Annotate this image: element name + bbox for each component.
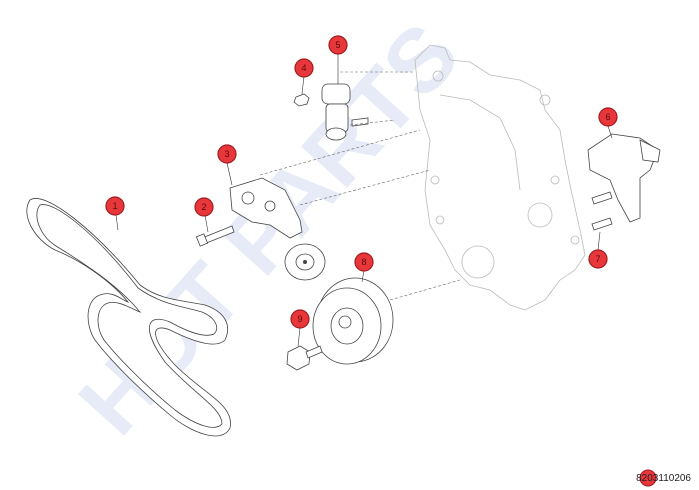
callout-6: 6 xyxy=(598,107,618,127)
svg-text:8: 8 xyxy=(361,257,366,267)
crankshaft-pulley xyxy=(312,277,394,365)
reference-marker xyxy=(639,469,657,487)
reference-code: 8203110206 xyxy=(636,473,691,484)
svg-text:2: 2 xyxy=(201,202,206,212)
damper-nut xyxy=(293,93,310,107)
callout-5: 5 xyxy=(328,35,348,55)
drive-belt xyxy=(26,198,231,437)
svg-text:9: 9 xyxy=(297,314,302,324)
timing-cover xyxy=(414,44,586,311)
assembly-lines xyxy=(259,71,461,301)
callout-9: 9 xyxy=(290,309,310,329)
svg-text:6: 6 xyxy=(605,112,610,122)
bracket-bolts xyxy=(591,191,613,231)
tensioner-assembly xyxy=(229,177,326,281)
svg-text:7: 7 xyxy=(595,254,600,264)
svg-text:5: 5 xyxy=(335,40,340,50)
leader-lines xyxy=(115,54,613,347)
tensioner-damper xyxy=(321,83,369,141)
watermark: HOT PARTS xyxy=(61,5,479,453)
mounting-bracket xyxy=(587,133,661,223)
callout-2: 2 xyxy=(194,197,214,217)
callout-3: 3 xyxy=(217,144,237,164)
svg-text:4: 4 xyxy=(301,63,306,73)
callout-7: 7 xyxy=(588,249,608,269)
callout-1: 1 xyxy=(105,196,125,216)
svg-text:3: 3 xyxy=(224,149,229,159)
pulley-bolt xyxy=(286,345,323,371)
callout-8: 8 xyxy=(354,252,374,272)
svg-text:1: 1 xyxy=(112,201,117,211)
tensioner-bolt xyxy=(195,225,235,247)
callout-4: 4 xyxy=(294,58,314,78)
